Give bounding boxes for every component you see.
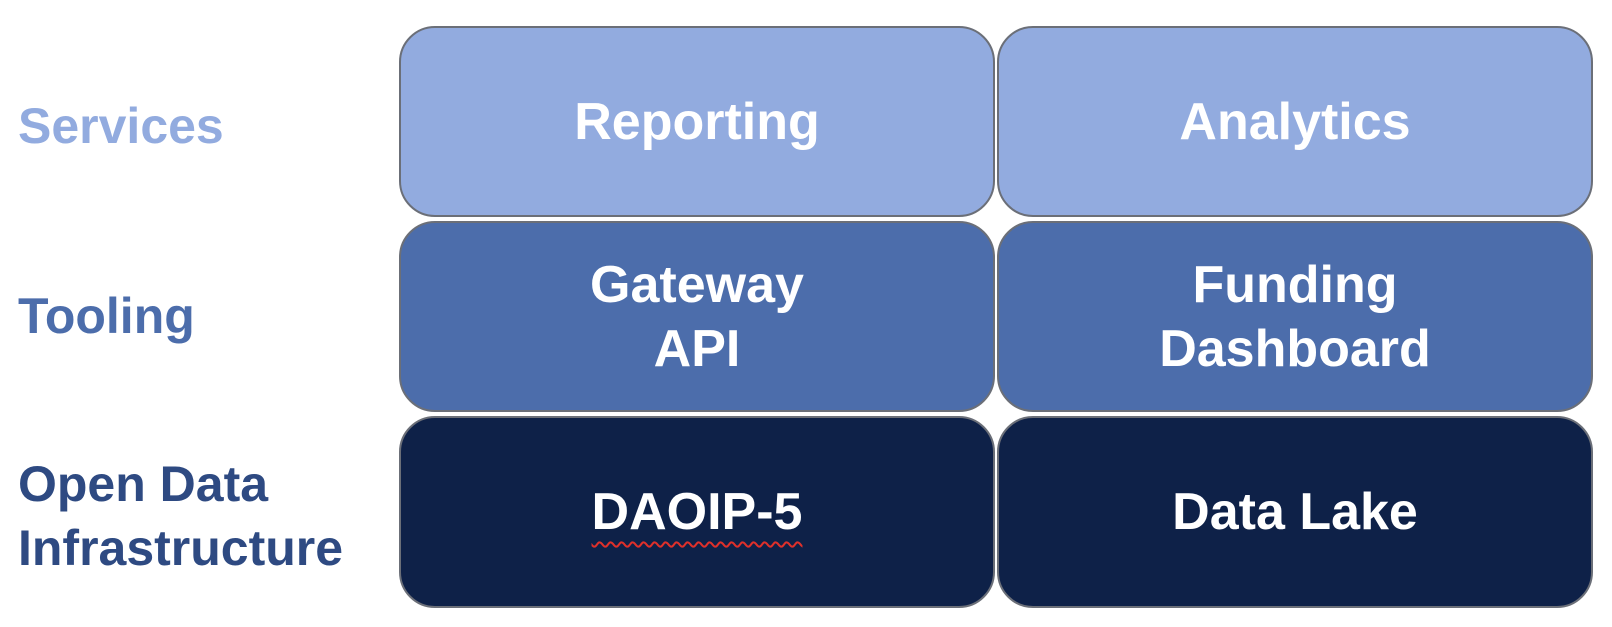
box-daoip-5-label: DAOIP-5 [591,483,803,541]
box-gateway-api-label: Gateway API [590,255,804,378]
layer-label-tooling: Tooling [18,288,195,344]
layer-label-services: Services [18,98,224,154]
box-data-lake-label: Data Lake [1172,483,1418,541]
box-funding-dashboard: Funding Dashboard [997,221,1593,412]
box-analytics: Analytics [997,26,1593,217]
box-funding-dashboard-label: Funding Dashboard [1159,255,1431,378]
box-reporting: Reporting [399,26,995,217]
box-reporting-label: Reporting [574,92,820,151]
box-daoip-5: DAOIP-5 [399,416,995,608]
layer-label-open-data-infrastructure: Open Data Infrastructure [18,456,344,576]
box-analytics-label: Analytics [1179,92,1411,151]
box-data-lake: Data Lake [997,416,1593,608]
box-gateway-api: Gateway API [399,221,995,412]
